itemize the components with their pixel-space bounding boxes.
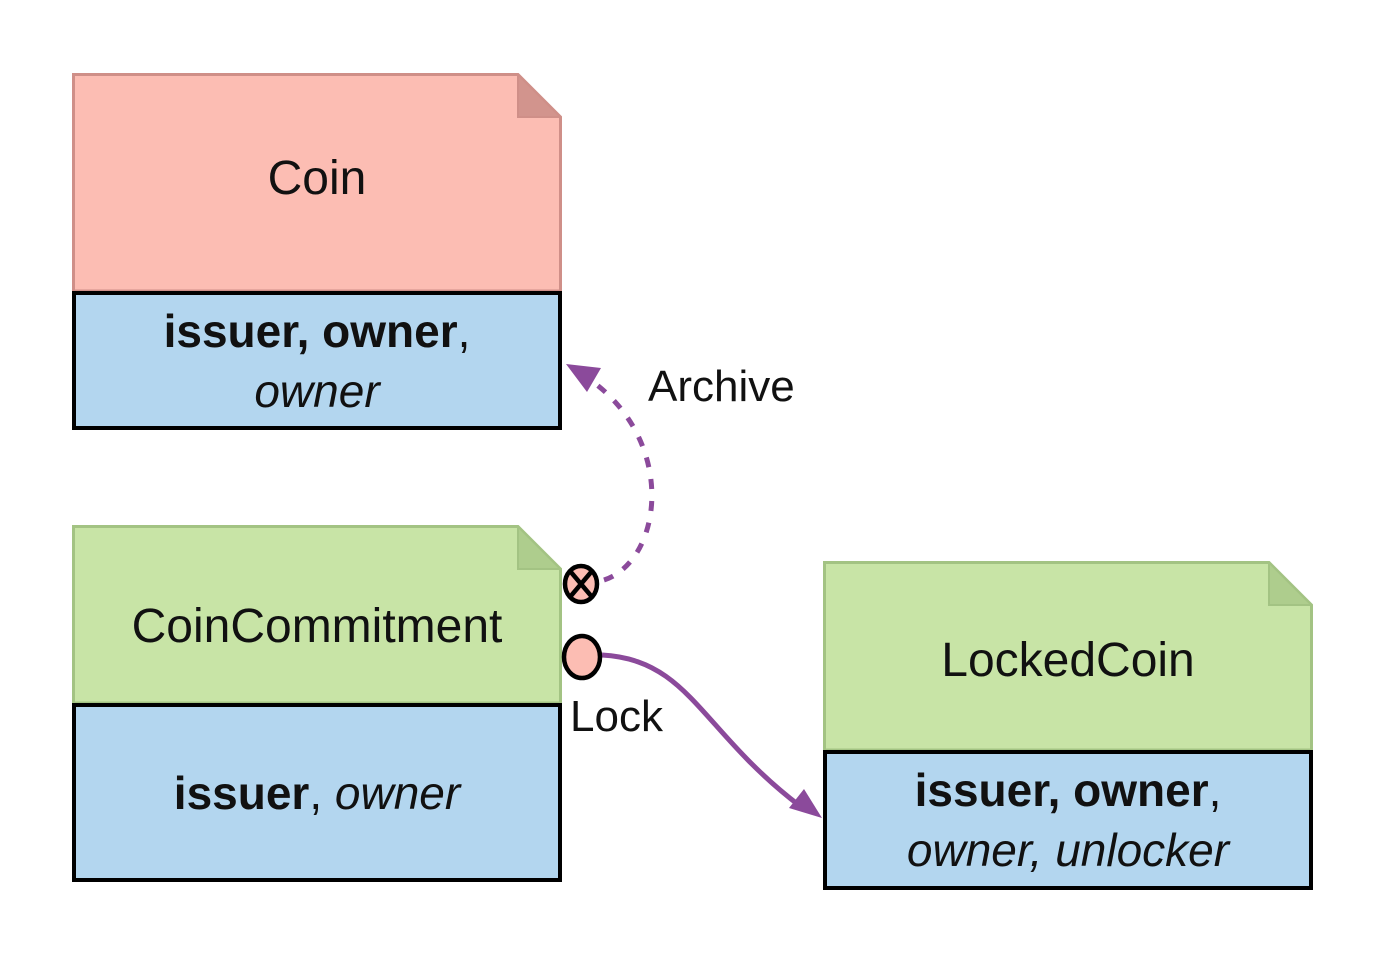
locked-coin-attributes-bold: issuer, owner (914, 764, 1209, 816)
dog-ear-fold-icon (517, 73, 562, 118)
archive-edge-line (573, 367, 655, 583)
locked-coin-attributes-line1: issuer, owner, (915, 760, 1222, 820)
locked-coin-header-shape (823, 561, 1313, 752)
lock-arrowhead-icon (789, 789, 822, 818)
coin-title: Coin (267, 151, 367, 205)
crossed-circle-x-stroke (568, 569, 594, 599)
note-shape (72, 73, 562, 293)
note-shape (72, 525, 562, 705)
crossed-circle-x-stroke (568, 569, 594, 599)
coin-commitment-node: CoinCommitment issuer, owner (72, 525, 562, 882)
coin-commitment-attributes-signers: owner (334, 766, 461, 819)
coin-commitment-attributes-bold: issuer (173, 766, 310, 819)
lock-edge-label: Lock (570, 692, 663, 741)
archive-arrowhead-icon (566, 364, 601, 392)
coin-attributes: issuer, owner, owner (72, 291, 562, 430)
coin-node: Coin issuer, owner, owner (72, 73, 562, 430)
coin-commitment-title: CoinCommitment (131, 599, 503, 653)
coin-commitment-attributes-separator: , (309, 766, 335, 819)
locked-coin-attributes-separator: , (1208, 764, 1222, 816)
dog-ear-fold-icon (517, 525, 562, 570)
coin-commitment-header-shape (72, 525, 562, 705)
dog-ear-fold-icon (1268, 561, 1313, 606)
archive-edge-label: Archive (648, 362, 795, 411)
crossed-circle-body (562, 563, 600, 605)
note-shape (823, 561, 1313, 752)
coin-attributes-separator: , (457, 304, 471, 357)
coin-attributes-line1: issuer, owner, (164, 301, 471, 361)
locked-coin-attributes-signers: owner, unlocker (906, 824, 1230, 876)
circle-icon (561, 633, 603, 681)
locked-coin-node: LockedCoin issuer, owner, owner, unlocke… (823, 561, 1313, 890)
coin-attributes-signers: owner (254, 364, 380, 417)
crossed-circle-icon (562, 563, 600, 605)
coin-attributes-bold: issuer, owner (163, 304, 458, 357)
coin-header-shape (72, 73, 562, 293)
coin-commitment-attributes-line1: issuer, owner (174, 763, 460, 823)
locked-coin-title: LockedCoin (941, 634, 1195, 687)
locked-coin-attributes: issuer, owner, owner, unlocker (823, 750, 1313, 890)
coin-commitment-attributes: issuer, owner (72, 703, 562, 882)
